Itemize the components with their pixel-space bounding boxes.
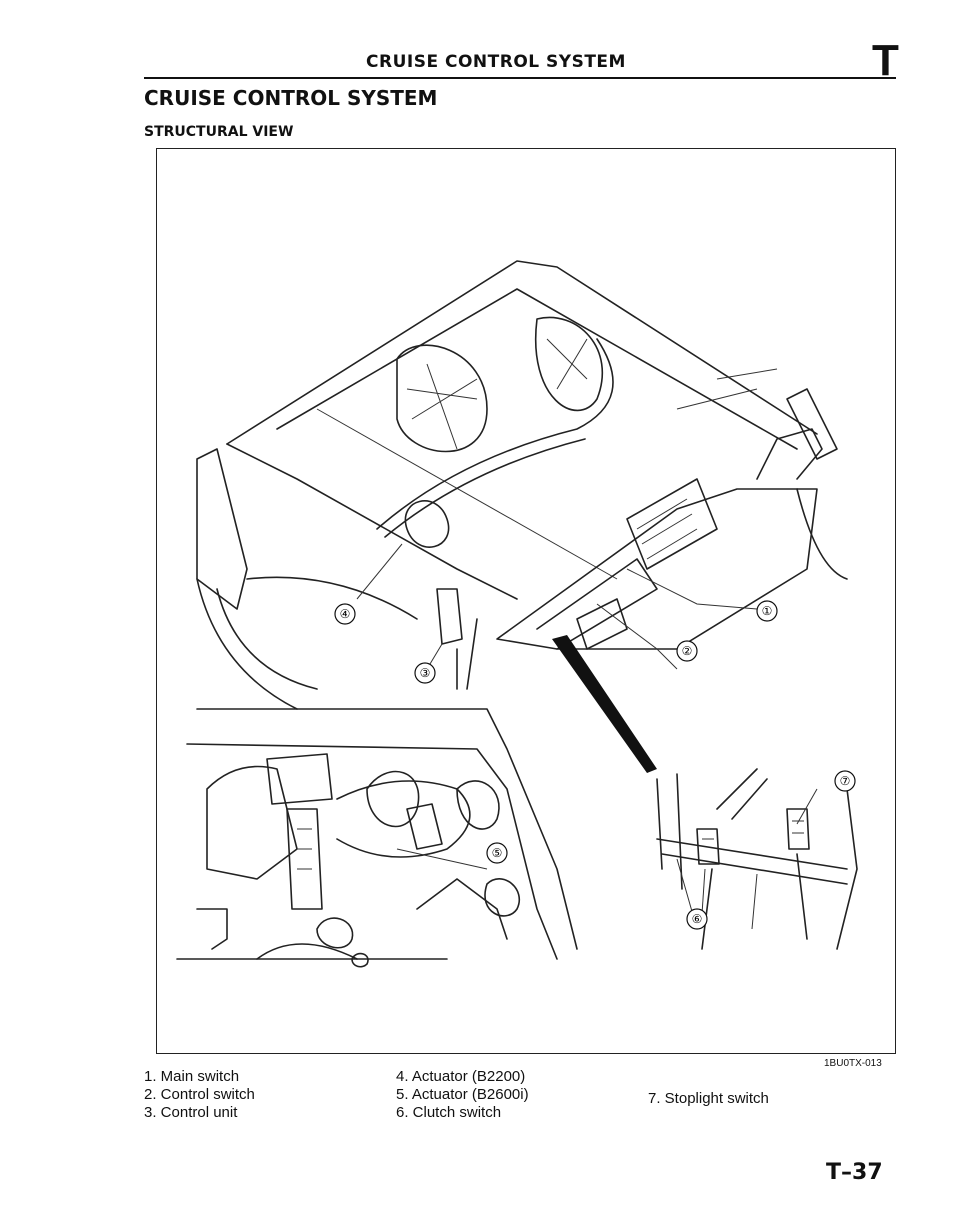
svg-text:①: ① [762,604,773,618]
header-rule [144,77,896,79]
legend-item: 7. Stoplight switch [648,1090,769,1107]
legend-column-2: 4. Actuator (B2200) 5. Actuator (B2600i)… [396,1068,529,1122]
svg-text:③: ③ [420,666,431,680]
callout-6: ⑥ [686,908,708,930]
callout-7: ⑦ [834,770,856,792]
structural-view-figure: ① ② ③ ④ ⑤ ⑥ ⑦ [156,148,896,1054]
callout-3: ③ [414,662,436,684]
detail-pointer [552,635,657,773]
legend-column-3: 7. Stoplight switch [648,1090,769,1108]
callout-5: ⑤ [486,842,508,864]
legend-item: 5. Actuator (B2600i) [396,1086,529,1103]
pedal-detail-drawing [656,768,858,950]
vehicle-overview-drawing [196,260,848,710]
legend-item: 3. Control unit [144,1104,238,1121]
svg-text:⑤: ⑤ [492,846,503,860]
callout-1: ① [756,600,778,622]
figure-code: 1BU0TX-013 [824,1058,882,1069]
document-title: CRUISE CONTROL SYSTEM [144,86,438,110]
illustration: ① ② ③ ④ ⑤ ⑥ ⑦ [176,260,858,968]
legend-item: 4. Actuator (B2200) [396,1068,526,1085]
page-number: T–37 [826,1160,883,1185]
callout-2: ② [676,640,698,662]
legend-item: 1. Main switch [144,1068,240,1085]
callout-4: ④ [334,603,356,625]
section-letter: T [872,36,899,85]
svg-text:②: ② [682,644,693,658]
running-head: CRUISE CONTROL SYSTEM [366,52,626,72]
legend-item: 2. Control switch [144,1086,255,1103]
legend-item: 6. Clutch switch [396,1104,502,1121]
engine-detail-drawing [176,708,578,968]
section-subtitle: STRUCTURAL VIEW [144,124,294,140]
svg-text:⑦: ⑦ [840,774,851,788]
legend-column-1: 1. Main switch 2. Control switch 3. Cont… [144,1068,255,1122]
svg-text:④: ④ [340,607,351,621]
svg-text:⑥: ⑥ [692,912,703,926]
